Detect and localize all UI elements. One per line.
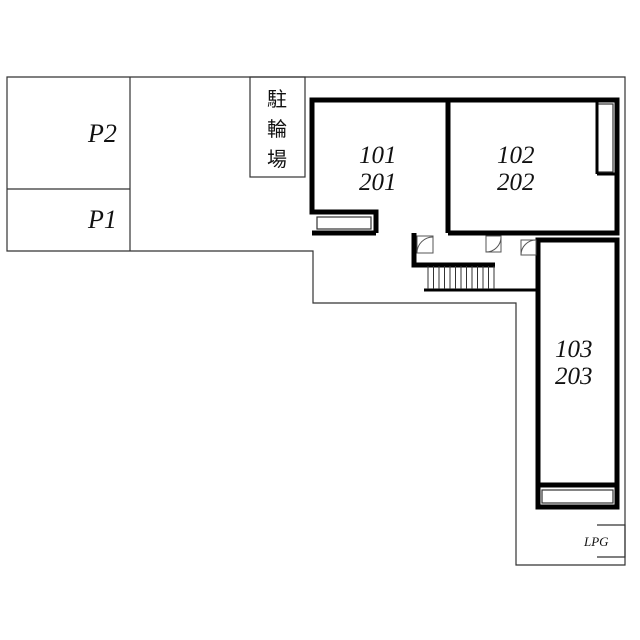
door-101-swing [416,236,434,254]
unit-103-walls [535,237,620,510]
bicycle-parking-char-1: 駐 [267,87,287,111]
door-101 [416,235,434,254]
unit-103-label: 103 [555,336,593,363]
building-walls [309,97,620,510]
unit-203-label: 203 [555,363,593,390]
unit-101-walls [309,97,451,233]
stairs [427,266,495,289]
unit-101-label: 101 [359,142,397,169]
parking-p2-label: P2 [87,119,117,148]
lpg-box [597,524,626,558]
unit-201-label: 201 [359,169,397,196]
site-boundary [6,76,626,566]
door-103-swing [520,239,537,256]
unit-labels: 101 201 102 202 103 203 [359,142,593,390]
unit-102-label: 102 [497,142,535,169]
unit-102-closet [596,103,614,173]
bicycle-parking-char-3: 場 [267,147,287,171]
lpg-storage: LPG [583,524,626,558]
doors [416,235,537,256]
unit-103-balcony [541,489,614,504]
fixtures [316,100,617,504]
bicycle-parking-char-2: 輪 [267,117,287,141]
unit-202-label: 202 [497,169,535,196]
door-102-swing [485,236,502,253]
parking-p1-label: P1 [87,205,117,234]
corridor-walls [411,233,495,268]
unit-101-balcony [316,216,372,230]
lpg-label: LPG [583,534,609,549]
door-102 [485,235,502,253]
bicycle-parking-box [249,76,306,178]
parking-area: P2 P1 [7,77,131,251]
door-103 [520,239,537,256]
unit-102-walls [448,97,620,236]
bicycle-parking: 駐 輪 場 [249,76,306,178]
